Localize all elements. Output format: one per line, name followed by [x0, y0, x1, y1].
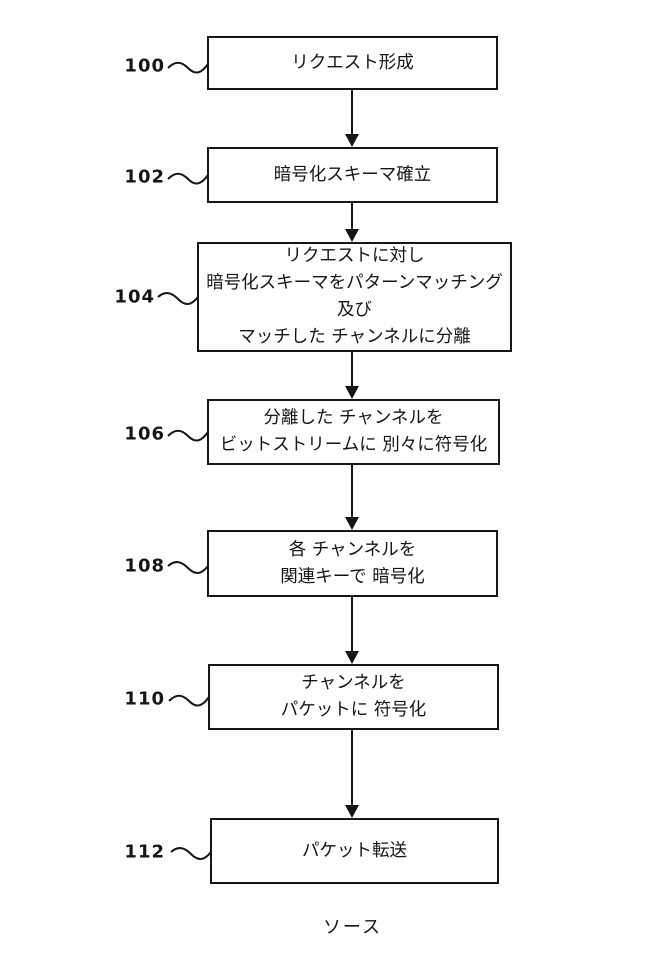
squiggle-connector-icon: [168, 694, 210, 707]
ref-label-104: 104: [114, 286, 155, 308]
step-text: 各 チャンネルを: [288, 539, 417, 560]
step-text: 暗号化スキーマ確立: [273, 164, 432, 185]
ref-label-110: 110: [124, 688, 165, 710]
step-text: マッチした チャンネルに分離: [238, 327, 471, 347]
step-text: 及び: [337, 300, 372, 320]
squiggle-connector-icon: [167, 561, 209, 574]
step-text: パケットに 符号化: [280, 700, 427, 720]
step-text: 暗号化スキーマをパターンマッチング: [206, 273, 503, 293]
step-text: 関連キーで 暗号化: [280, 566, 425, 587]
step-text: ビットストリームに 別々に符号化: [219, 435, 488, 455]
squiggle-connector-icon: [157, 292, 199, 305]
squiggle-connector-icon: [167, 429, 209, 442]
ref-label-102: 102: [124, 166, 165, 188]
down-arrow-icon: [345, 203, 359, 242]
squiggle-connector-icon: [167, 61, 209, 74]
step-box-encode-bitstreams: 分離した チャンネルを ビットストリームに 別々に符号化: [207, 399, 500, 465]
step-box-encrypt-channels: 各 チャンネルを 関連キーで 暗号化: [207, 530, 498, 597]
step-text: パケット転送: [302, 840, 407, 861]
step-box-encryption-scheme-establish: 暗号化スキーマ確立: [207, 147, 498, 203]
down-arrow-icon: [345, 352, 359, 399]
step-box-packet-transfer: パケット転送: [210, 818, 499, 884]
ref-label-100: 100: [124, 55, 165, 77]
down-arrow-icon: [345, 597, 359, 664]
step-text: リクエストに対し: [284, 246, 425, 266]
ref-label-112: 112: [124, 841, 165, 863]
down-arrow-icon: [345, 730, 359, 818]
down-arrow-icon: [345, 90, 359, 147]
down-arrow-icon: [345, 465, 359, 530]
step-box-pattern-matching-separate: リクエストに対し 暗号化スキーマをパターンマッチング 及び マッチした チャンネ…: [197, 242, 512, 352]
step-text: リクエスト形成: [291, 52, 414, 73]
squiggle-connector-icon: [170, 847, 212, 860]
step-box-encode-packets: チャンネルを パケットに 符号化: [208, 664, 499, 730]
step-text: チャンネルを: [301, 673, 406, 693]
step-box-request-formation: リクエスト形成: [207, 36, 498, 90]
ref-label-108: 108: [124, 555, 165, 577]
caption-source: ソース: [322, 917, 383, 938]
ref-label-106: 106: [124, 423, 165, 445]
step-text: 分離した チャンネルを: [263, 408, 444, 428]
squiggle-connector-icon: [167, 172, 209, 185]
